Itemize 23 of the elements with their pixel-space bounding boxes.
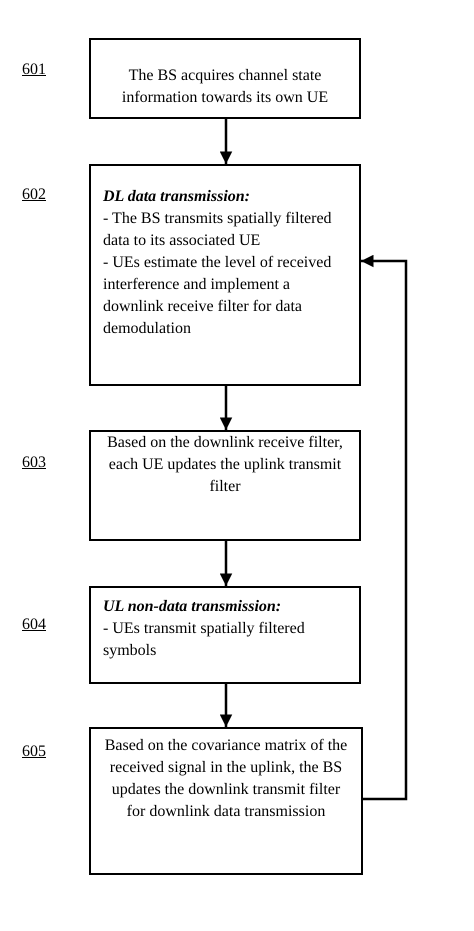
arrow <box>361 254 408 800</box>
arrow <box>220 386 232 430</box>
arrow <box>220 541 232 586</box>
step-heading: DL data transmission: <box>103 187 250 207</box>
step-number: 603 <box>22 453 46 473</box>
step-text: Based on the covariance matrix of the received signal in the uplink, the BS updates the downlink transmit filter for downlink data transmission <box>104 736 348 822</box>
step-number: 602 <box>22 185 46 205</box>
step-text: - UEs estimate the level of received interference and implement a downlink receive filter for data demodulation <box>103 253 332 339</box>
step-number: 601 <box>22 60 46 80</box>
step-number: 604 <box>22 615 46 635</box>
arrow <box>220 119 232 164</box>
step-number: 605 <box>22 742 46 762</box>
step-text: - The BS transmits spatially filtered data to its associated UE <box>103 209 333 251</box>
step-text: - UEs transmit spatially filtered symbols <box>103 619 306 661</box>
process-box <box>89 586 361 684</box>
step-text: The BS acquires channel state information towards its own UE <box>120 66 330 108</box>
step-text: Based on the downlink receive filter, each UE updates the uplink transmit filter <box>106 433 344 497</box>
process-box <box>89 164 361 386</box>
arrow <box>220 684 232 727</box>
process-box <box>89 430 361 541</box>
process-box <box>89 38 361 119</box>
step-heading: UL non-data transmission: <box>103 597 282 617</box>
process-box <box>89 727 363 875</box>
